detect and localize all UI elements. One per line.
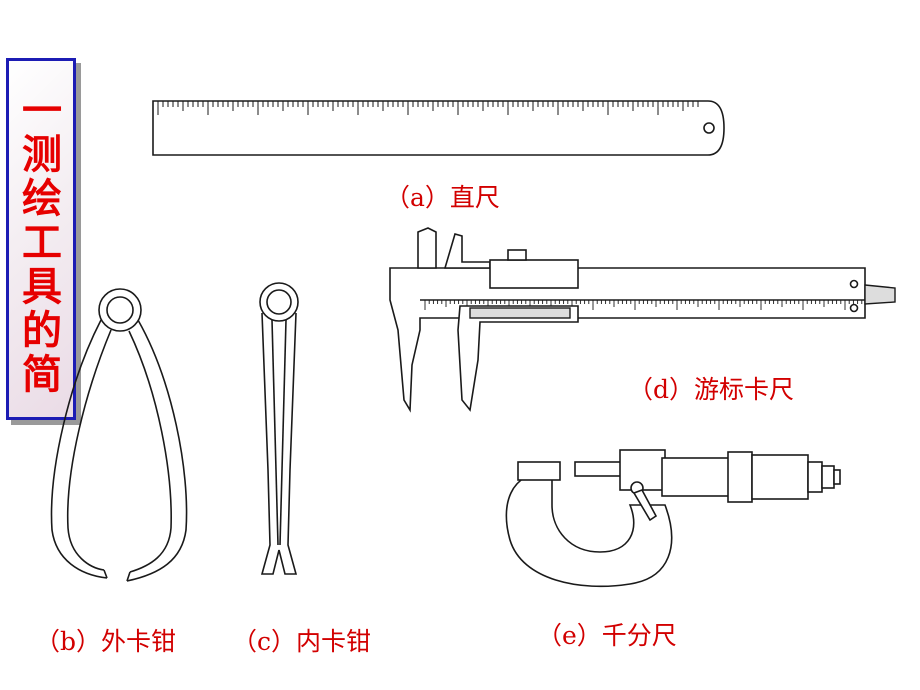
caption-inside-caliper: （c）内卡钳 (232, 627, 372, 656)
title-panel: 一测绘工具的简介 (6, 58, 76, 420)
caption-micrometer: （e）千分尺 (537, 621, 677, 650)
outside-caliper-drawing (50, 288, 188, 582)
inside-caliper-drawing (259, 282, 299, 575)
caption-ruler: （a）直尺 (385, 183, 500, 212)
straight-ruler-drawing (152, 100, 725, 156)
micrometer-drawing (505, 449, 841, 588)
caption-outside-caliper: （b）外卡钳 (35, 627, 177, 656)
vernier-caliper-drawing (389, 227, 896, 413)
section-title: 一测绘工具的简介 (15, 89, 62, 397)
caption-vernier-caliper: （d）游标卡尺 (628, 375, 795, 404)
